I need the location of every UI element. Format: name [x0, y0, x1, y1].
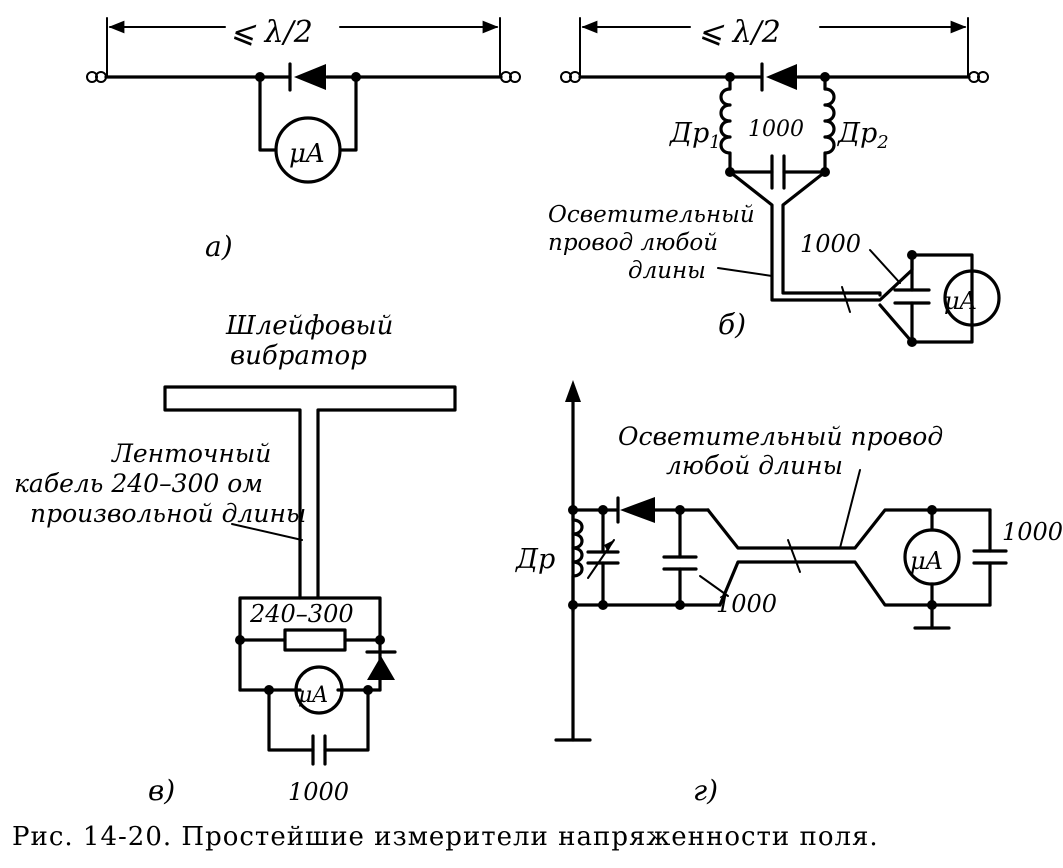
choke-dr2-label: Др2: [837, 118, 889, 153]
panel-b-circuit: [560, 17, 1001, 347]
lighting-wire-label-d-2: любой длины: [666, 451, 843, 480]
figure-caption: Рис. 14-20. Простейшие измерители напряж…: [12, 822, 879, 852]
microammeter-b: [943, 269, 1001, 327]
cap-label-b1: 1000: [748, 117, 804, 142]
meter-label-b: μA: [944, 287, 977, 315]
cap-label-d1: 1000: [716, 590, 777, 618]
panel-a-circuit: [86, 17, 521, 184]
choke-dr: [571, 508, 584, 613]
panel-label-c: в): [148, 774, 175, 807]
diode-a: [288, 62, 326, 92]
panel-label-d: г): [693, 774, 718, 807]
microammeter-c: [294, 665, 344, 715]
cap-label-b2: 1000: [800, 230, 861, 258]
meter-label-c: μA: [298, 683, 328, 708]
choke-dr1: [719, 75, 732, 177]
ribbon-cable-label-3: произвольной длины: [30, 499, 306, 528]
lighting-wire-label-b-1: Осветительный: [548, 202, 755, 228]
meter-label-a: μA: [289, 139, 325, 169]
span-label-a: ⩽ λ/2: [230, 15, 313, 50]
lighting-wire-label-d-1: Осветительный провод: [618, 422, 943, 451]
ribbon-cable-label-1: Ленточный: [110, 439, 271, 468]
folded-dipole-label-1: Шлейфовый: [225, 311, 393, 341]
folded-dipole-label-2: вибратор: [230, 341, 367, 371]
ribbon-cable-label-2: кабель 240–300 ом: [14, 469, 263, 498]
panel-label-a: а): [205, 230, 233, 263]
resistor-240-300: [283, 628, 347, 652]
lighting-wire-label-b-2: провод любой: [548, 230, 718, 256]
span-label-b: ⩽ λ/2: [698, 15, 781, 50]
panel-d-circuit: [554, 380, 1008, 742]
choke-dr1-label: Др1: [669, 118, 721, 153]
resistor-label: 240–300: [249, 600, 354, 628]
cap-label-c: 1000: [288, 778, 349, 806]
choke-dr-label: Др: [515, 544, 555, 575]
meter-label-d: μA: [910, 547, 943, 575]
lighting-wire-label-b-3: длины: [628, 258, 706, 284]
choke-dr2: [823, 75, 836, 177]
cap-label-d2: 1000: [1002, 518, 1063, 546]
panel-label-b: б): [718, 308, 746, 341]
microammeter-a: [274, 116, 342, 184]
panel-c-circuit: [163, 385, 457, 766]
diode-b: [760, 62, 797, 92]
